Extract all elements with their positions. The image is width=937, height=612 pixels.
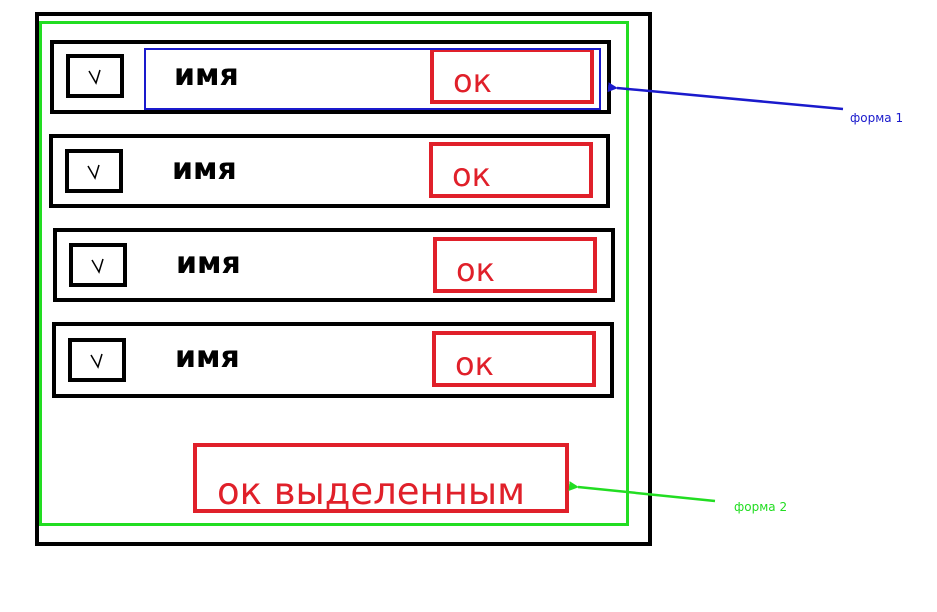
form-2-annotation: форма 2 — [734, 500, 788, 514]
row-1-name: имя — [174, 58, 239, 93]
row-3-ok-label: ок — [456, 251, 495, 289]
ok-selected-label: ок выделенным — [217, 470, 526, 513]
list-row-4 — [52, 322, 614, 398]
row-2-ok-button[interactable]: ок — [429, 142, 593, 198]
form-1-highlight — [144, 48, 601, 110]
row-3-checkbox[interactable] — [69, 243, 127, 287]
list-row-3 — [53, 228, 615, 302]
row-4-ok-label: ок — [455, 345, 494, 383]
form-2-container — [39, 21, 629, 526]
outer-window-frame — [35, 12, 652, 546]
list-row-1 — [50, 40, 611, 114]
check-icon — [88, 69, 101, 85]
ok-selected-button[interactable]: ок выделенным — [193, 443, 569, 513]
row-4-checkbox[interactable] — [68, 338, 126, 382]
row-3-name: имя — [176, 246, 241, 281]
row-4-ok-button[interactable]: ок — [432, 331, 596, 387]
form-1-annotation: форма 1 — [850, 111, 904, 125]
check-icon — [91, 258, 104, 274]
row-1-ok-label: ок — [453, 62, 492, 100]
row-1-checkbox[interactable] — [66, 54, 124, 98]
row-4-name: имя — [175, 340, 240, 375]
row-2-ok-label: ок — [452, 156, 491, 194]
row-2-checkbox[interactable] — [65, 149, 123, 193]
list-row-2 — [49, 134, 610, 208]
check-icon — [90, 353, 103, 369]
row-3-ok-button[interactable]: ок — [433, 237, 597, 293]
row-2-name: имя — [172, 152, 237, 187]
row-1-ok-button[interactable]: ок — [430, 48, 594, 104]
check-icon — [87, 164, 100, 180]
